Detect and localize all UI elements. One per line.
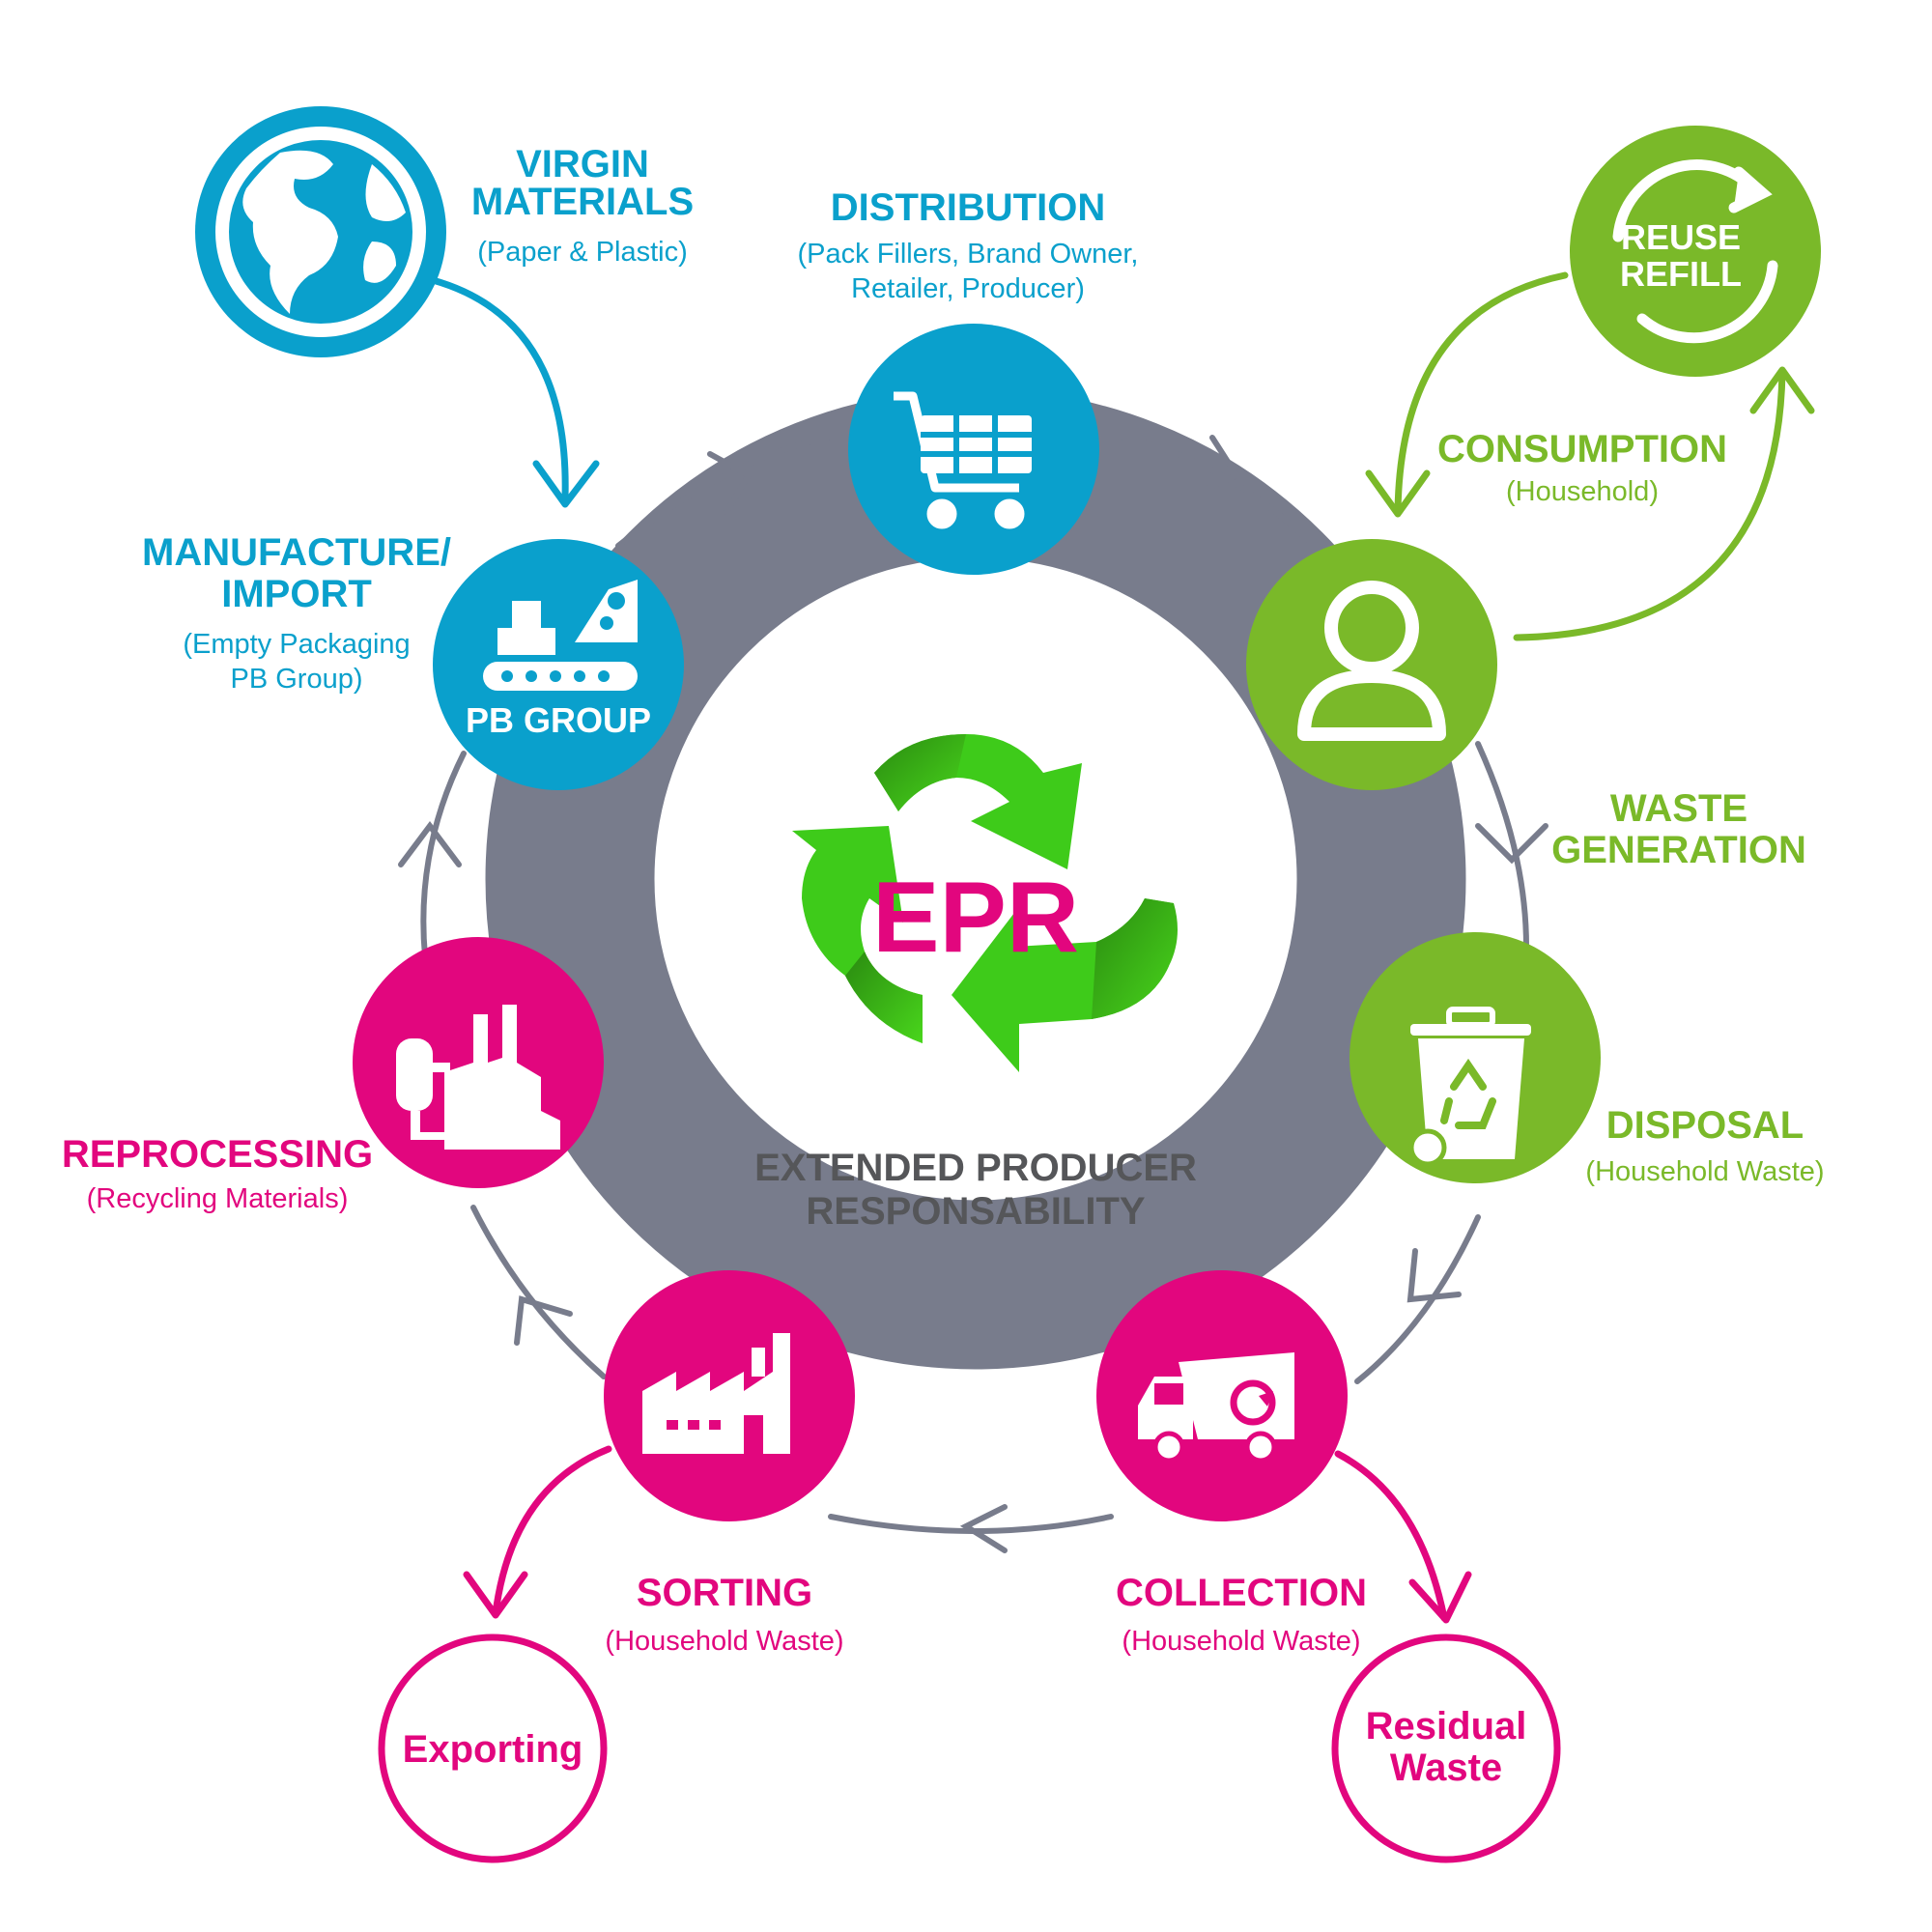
recycle-icon [792,734,1178,1072]
residual-node [1331,1634,1561,1863]
sorting-sub: (Household Waste) [605,1626,843,1657]
epr-logo-text: EPR [872,862,1079,974]
residual-label-2: Waste [1390,1747,1502,1789]
truck-icon [1138,1352,1294,1463]
arc-consumption-disposal [1475,741,1529,950]
residual-label-1: Residual [1366,1705,1527,1747]
sorting-title: SORTING [637,1572,812,1614]
disposal-title: DISPOSAL [1606,1104,1804,1147]
waste-generation-title-2: GENERATION [1551,829,1806,871]
reuse-refill-node: REUSE REFILL [1570,126,1821,377]
arc-manufacture-distribution [615,432,843,549]
chevron-icon [1406,1248,1462,1303]
exporting-node [378,1634,608,1863]
arc-reprocessing-manufacture [420,751,467,959]
arc-distribution-consumption [1108,432,1312,544]
sorting-node [604,1270,855,1521]
reprocessing-node [353,937,604,1188]
center-title-line2: RESPONSABILITY [806,1190,1145,1233]
distribution-node [848,324,1099,575]
virgin-sub: (Paper & Plastic) [477,237,688,268]
virgin-materials-node [195,106,446,357]
manufacture-sub-2: PB Group) [231,664,363,695]
manufacture-node: PB GROUP [433,539,684,790]
arrow-reuse-loop [1365,271,1815,641]
virgin-title-1: VIRGIN [516,143,649,185]
chevron-icon [1475,823,1548,865]
conveyor-icon [483,580,638,691]
chevron-icon [398,821,462,867]
collection-node [1096,1270,1348,1521]
refill-label: REFILL [1620,254,1742,294]
manufacture-title-2: IMPORT [221,573,372,615]
distribution-sub-1: (Pack Fillers, Brand Owner, [798,239,1139,270]
chevron-icon [707,451,753,515]
consumption-node [1246,539,1497,790]
arc-sorting-reprocessing [470,1205,607,1379]
person-icon [1297,581,1446,741]
chevron-icon [1195,435,1241,496]
recycle-bin-icon [1408,1007,1531,1167]
refresh-icon [1612,159,1778,344]
consumption-sub: (Household) [1506,476,1659,507]
disposal-node [1350,932,1601,1183]
factory-icon [642,1333,790,1454]
chevron-icon [959,1504,1008,1553]
pb-group-label: PB GROUP [466,700,651,740]
cycle-arcs [398,432,1548,1553]
collection-title: COLLECTION [1116,1572,1367,1614]
disposal-sub: (Household Waste) [1585,1156,1824,1187]
shopping-cart-icon [894,391,1032,529]
distribution-sub-2: Retailer, Producer) [851,273,1085,304]
distribution-title: DISTRIBUTION [831,186,1105,229]
arrow-collection-residual [1334,1450,1472,1624]
reprocessing-sub: (Recycling Materials) [87,1183,349,1214]
waste-generation-title-1: WASTE [1610,787,1747,830]
manufacture-title-1: MANUFACTURE/ [142,531,451,574]
chevron-icon [514,1295,573,1346]
manufacture-sub-1: (Empty Packaging [183,629,410,660]
plant-icon [396,1005,560,1150]
arc-disposal-collection [1354,1214,1481,1384]
reprocessing-title: REPROCESSING [62,1133,373,1176]
center-disc [657,560,1294,1198]
consumption-title: CONSUMPTION [1437,428,1727,470]
exporting-label: Exporting [403,1728,583,1771]
collection-sub: (Household Waste) [1122,1626,1360,1657]
reuse-label: REUSE [1621,217,1741,257]
center-title-line1: EXTENDED PRODUCER [754,1147,1197,1189]
virgin-title-2: MATERIALS [471,181,694,223]
globe-icon [215,127,426,337]
arrow-sorting-exporting [463,1445,612,1619]
arrow-virgin-manufacture [429,276,600,508]
